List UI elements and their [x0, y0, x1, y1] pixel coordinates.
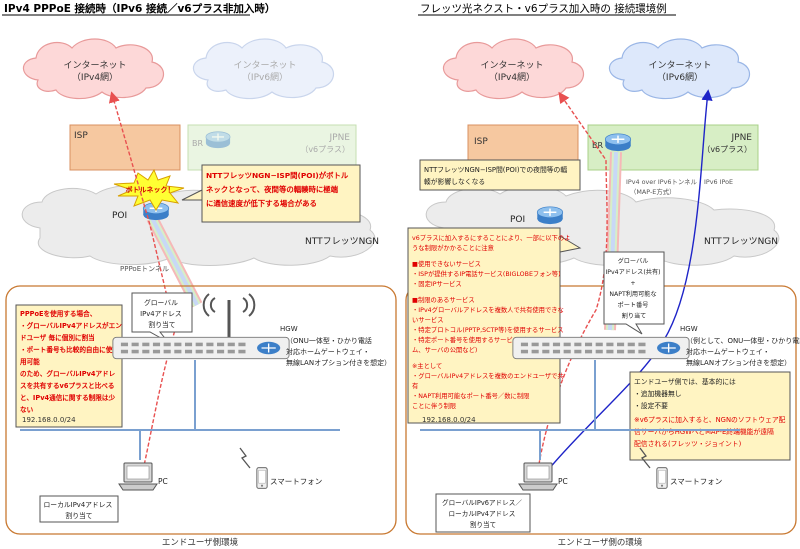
left-pppoe-note-text: PPPoEを使用する場合、 ・グローバルIPv4アドレスがエン ドユーザ 毎に個…: [20, 309, 124, 414]
right-ipoe-label: IPv6 IPoE: [704, 178, 733, 186]
right-cloud-ipv4: [442, 38, 584, 100]
right-v6plus-note-text: v6プラスに加入するにすることにより、一部に以下のよ うな制限がかかることに注意…: [412, 233, 572, 410]
right-tunnel-label: IPv4 over IPv6トンネル （MAP-E方式）: [626, 178, 699, 196]
right-global-shared-text: グローバル IPv4アドレス(共有) + NAPT利用可能な ポート番号 割り当…: [605, 257, 662, 320]
right-env-label: エンドユーザ側の環境: [558, 537, 643, 548]
left-pppoe-note: [15, 304, 123, 428]
right-internet-v6-label: インターネット: [648, 60, 711, 71]
left-bottleneck-label: ボトルネック！: [126, 185, 175, 194]
left-callout-text: NTTフレッツNGN−ISP間(POI)がボトル ネックとなって、夜間等の輻輳時…: [206, 171, 351, 208]
left-internet-v4-sub: （IPv4網）: [72, 71, 118, 83]
right-ipv6-local-text: グローバルIPv6アドレス／ ローカルIPv4アドレス 割り当て: [442, 498, 524, 529]
left-br-router-icon: [205, 131, 231, 149]
right-br-label: BR: [592, 141, 603, 150]
left-poi-label: POI: [112, 211, 127, 221]
left-pppoe-tunnel-label: PPPoEトンネル: [120, 265, 169, 273]
left-wireless-bolt-icon: [239, 447, 251, 469]
left-hgw-icon[interactable]: [112, 336, 290, 360]
right-callout-poi: [419, 159, 581, 191]
right-hgw-text: HGW （例として、ONU一体型・ひかり電話 対応ホームゲートウェイ・ 無線LA…: [680, 325, 800, 367]
left-callout-box: [181, 164, 361, 223]
right-ipv6-arrow: [547, 89, 713, 471]
left-global-ipv4-text: グローバル IPv4アドレス 割り当て: [140, 298, 184, 329]
right-pc-label: PC: [558, 477, 568, 486]
left-smartphone-label: スマートフォン: [270, 477, 322, 486]
left-bottleneck-burst: [113, 168, 185, 211]
left-isp-label: ISP: [74, 131, 88, 141]
left-local-ipv4-text: ローカルIPv4アドレス 割り当て: [44, 501, 115, 520]
right-v6plus-note: [407, 227, 561, 424]
left-jpne-label: JPNE: [328, 133, 350, 143]
right-pc-icon[interactable]: [518, 462, 558, 491]
left-internet-v6-label: インターネット: [233, 60, 296, 71]
left-title: IPv4 PPPoE 接続時（IPv6 接続／v6プラス非加入時）: [4, 2, 275, 15]
right-poi-label: POI: [510, 215, 525, 225]
left-smartphone-icon[interactable]: [256, 467, 268, 489]
right-enduser-env-box: [405, 285, 797, 535]
right-title: フレッツ光ネクスト・v6プラス加入時の 接続環境例: [420, 2, 667, 15]
right-internet-v4-sub: （IPv4網）: [489, 71, 535, 83]
left-wifi-antenna-icon: [202, 293, 256, 338]
right-smartphone-label: スマートフォン: [670, 477, 722, 486]
right-jpne-sub: （v6プラス）: [702, 145, 752, 154]
right-hgw-icon[interactable]: [512, 336, 690, 360]
left-isp-box: [69, 124, 181, 171]
left-internet-v6-sub: （IPv6網）: [242, 71, 288, 83]
right-cloud-ipv6: [608, 38, 750, 100]
left-cloud-ipv6: [192, 38, 334, 100]
right-ngn-label: NTTフレッツNGN: [704, 237, 778, 247]
right-poi-router-icon: [536, 206, 564, 225]
left-cloud-ipv4: [22, 38, 164, 100]
right-wireless-bolt-icon: [639, 447, 651, 469]
left-pc-label: PC: [158, 477, 168, 486]
right-br-router-icon: [604, 133, 632, 152]
left-br-label: BR: [192, 139, 203, 148]
left-lan-label: 192.168.0.0/24: [22, 416, 76, 424]
left-enduser-env-box: [5, 285, 397, 535]
left-ngn-label: NTTフレッツNGN: [305, 237, 379, 247]
right-global-shared-callout: [603, 251, 665, 335]
left-internet-v4-label: インターネット: [63, 60, 126, 71]
left-local-ipv4-callout: [39, 495, 119, 523]
right-isp-label: ISP: [474, 137, 488, 147]
right-jpne-label: JPNE: [730, 133, 752, 143]
right-internet-v4-label: インターネット: [480, 60, 543, 71]
right-internet-v6-sub: （IPv6網）: [657, 71, 703, 83]
left-jpne-sub: （v6プラス）: [300, 145, 350, 154]
right-ipv6-local-callout: [435, 493, 531, 533]
right-lan-label: 192.168.0.0/24: [422, 416, 476, 424]
right-smartphone-icon[interactable]: [656, 467, 668, 489]
left-hgw-text: HGW （ONU一体型・ひかり電話 対応ホームゲートウェイ・ 無線LANオプショ…: [280, 325, 391, 367]
left-ipv4-arrow: [108, 91, 176, 471]
left-env-label: エンドユーザ側環境: [162, 537, 239, 548]
right-enduser-note-text: エンドユーザ側では、基本的には ・追加機器無し ・設定不要 ※v6プラスに加入す…: [634, 377, 788, 448]
left-pc-icon[interactable]: [118, 462, 158, 491]
right-callout-poi-text: NTTフレッツNGN−ISP間(POI)での夜間等の輻 輳が影響しなくなる: [424, 165, 569, 186]
left-pppoe-tunnel: [146, 215, 203, 308]
